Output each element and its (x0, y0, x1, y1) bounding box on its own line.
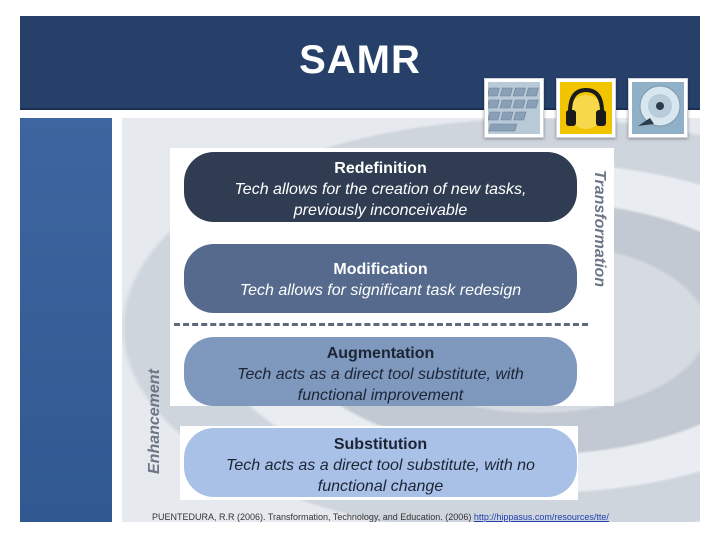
transformation-label: Transformation (590, 170, 608, 287)
slide-title: SAMR (20, 38, 700, 83)
divider-dashed-line (174, 323, 588, 326)
redefinition-desc-line1: Tech allows for the creation of new task… (184, 179, 577, 200)
modification-title: Modification (184, 259, 577, 280)
redefinition-desc-line2: previously inconceivable (184, 200, 577, 221)
sidebar-panel (20, 118, 112, 522)
headphones-icon (556, 78, 616, 138)
augmentation-desc-line1: Tech acts as a direct tool substitute, w… (184, 364, 577, 385)
citation-text: PUENTEDURA, R.R (2006). Transformation, … (152, 512, 474, 522)
modification-desc-line1: Tech allows for significant task redesig… (184, 280, 577, 301)
augmentation-desc-line2: functional improvement (184, 385, 577, 406)
substitution-level: Substitution Tech acts as a direct tool … (184, 428, 577, 497)
substitution-desc-line1: Tech acts as a direct tool substitute, w… (184, 455, 577, 476)
redefinition-title: Redefinition (184, 158, 577, 179)
cd-icon (628, 78, 688, 138)
substitution-title: Substitution (184, 434, 577, 455)
citation: PUENTEDURA, R.R (2006). Transformation, … (152, 512, 609, 522)
modification-level: Modification Tech allows for significant… (184, 244, 577, 313)
augmentation-title: Augmentation (184, 343, 577, 364)
redefinition-level: Redefinition Tech allows for the creatio… (184, 152, 577, 222)
citation-link[interactable]: http://hippasus.com/resources/tte/ (474, 512, 609, 522)
icon-row (484, 78, 688, 138)
enhancement-label: Enhancement (146, 369, 164, 474)
substitution-desc-line2: functional change (184, 476, 577, 497)
keyboard-icon (484, 78, 544, 138)
augmentation-level: Augmentation Tech acts as a direct tool … (184, 337, 577, 406)
